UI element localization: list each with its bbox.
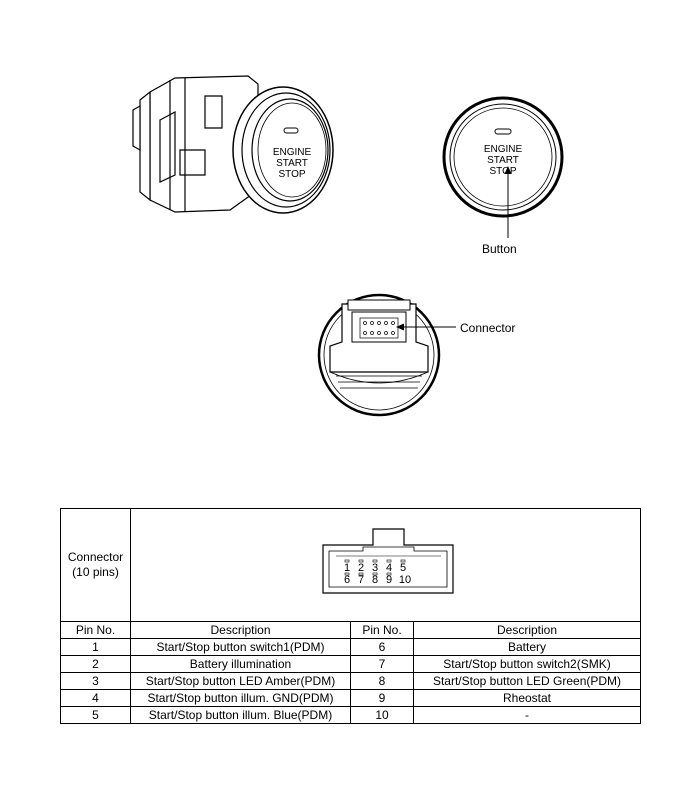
switch-front-face-text: ENGINE START STOP <box>484 144 523 177</box>
pin-number: 1 <box>60 638 131 656</box>
table-header-row: Pin No. Description Pin No. Description <box>60 621 642 639</box>
connector-pin-count: (10 pins) <box>72 565 119 579</box>
button-callout-label: Button <box>482 242 517 256</box>
pin-number: 4 <box>60 689 131 707</box>
pin-label-9: 9 <box>386 574 392 586</box>
component-illustration: ENGINE START STOP ENGINE START STOP <box>132 75 564 417</box>
pin-number: 5 <box>60 706 131 724</box>
face-text-start: START <box>276 158 308 169</box>
pin-description: Start/Stop button illum. GND(PDM) <box>130 689 351 707</box>
pin-description: Start/Stop button switch1(PDM) <box>130 638 351 656</box>
table-row: 2 Battery illumination 7 Start/Stop butt… <box>60 655 642 673</box>
connector-diagram-row: Connector (10 pins) 1 2 3 4 5 6 7 8 9 10 <box>60 508 642 622</box>
pin-label-10: 10 <box>399 574 411 586</box>
pin-number: 10 <box>350 706 414 724</box>
front-face-text-stop: STOP <box>489 166 516 177</box>
pin-description: - <box>412 706 642 724</box>
pin-number: 9 <box>350 689 414 707</box>
pin-description: Start/Stop button illum. Blue(PDM) <box>130 706 351 724</box>
pin-label-5: 5 <box>400 562 406 574</box>
header-description-left: Description <box>130 621 351 639</box>
connector-label: Connector <box>67 550 124 564</box>
header-pin-no-right: Pin No. <box>350 621 414 639</box>
front-face-text-start: START <box>487 155 519 166</box>
pin-label-1: 1 <box>344 562 350 574</box>
pin-label-4: 4 <box>386 562 392 574</box>
header-pin-no-left: Pin No. <box>60 621 131 639</box>
connector-pinout-diagram: 1 2 3 4 5 6 7 8 9 10 <box>322 528 454 594</box>
table-row: 4 Start/Stop button illum. GND(PDM) 9 Rh… <box>60 689 642 707</box>
switch-front-view <box>442 96 564 218</box>
pin-description: Start/Stop button switch2(SMK) <box>412 655 642 673</box>
header-description-right: Description <box>412 621 642 639</box>
table-row: 5 Start/Stop button illum. Blue(PDM) 10 … <box>60 706 642 724</box>
switch-perspective-view <box>132 75 334 214</box>
pin-label-3: 3 <box>372 562 378 574</box>
pin-description: Battery <box>412 638 642 656</box>
face-text-stop: STOP <box>278 169 305 180</box>
pin-number: 6 <box>350 638 414 656</box>
front-face-text-engine: ENGINE <box>484 144 523 155</box>
pin-label-8: 8 <box>372 574 378 586</box>
pin-description: Start/Stop button LED Amber(PDM) <box>130 672 351 690</box>
connector-pin-table: Connector (10 pins) 1 2 3 4 5 6 7 8 9 10 <box>60 508 642 724</box>
pin-description: Battery illumination <box>130 655 351 673</box>
switch-rear-view <box>317 293 441 417</box>
switch-perspective-face-text: ENGINE START STOP <box>273 147 312 180</box>
pin-number: 8 <box>350 672 414 690</box>
connector-leader-arrow <box>396 323 456 331</box>
pin-number: 7 <box>350 655 414 673</box>
connector-diagram-cell: 1 2 3 4 5 6 7 8 9 10 <box>129 508 642 622</box>
pin-label-2: 2 <box>358 562 364 574</box>
table-row: 3 Start/Stop button LED Amber(PDM) 8 Sta… <box>60 672 642 690</box>
pin-label-6: 6 <box>344 574 350 586</box>
pin-description: Rheostat <box>412 689 642 707</box>
button-leader-arrow <box>504 166 512 238</box>
face-text-engine: ENGINE <box>273 147 312 158</box>
pin-number: 2 <box>60 655 131 673</box>
connector-label-cell: Connector (10 pins) <box>60 508 131 622</box>
table-row: 1 Start/Stop button switch1(PDM) 6 Batte… <box>60 638 642 656</box>
connector-callout-label: Connector <box>460 321 516 335</box>
pin-label-7: 7 <box>358 574 364 586</box>
pin-description: Start/Stop button LED Green(PDM) <box>412 672 642 690</box>
pin-number: 3 <box>60 672 131 690</box>
